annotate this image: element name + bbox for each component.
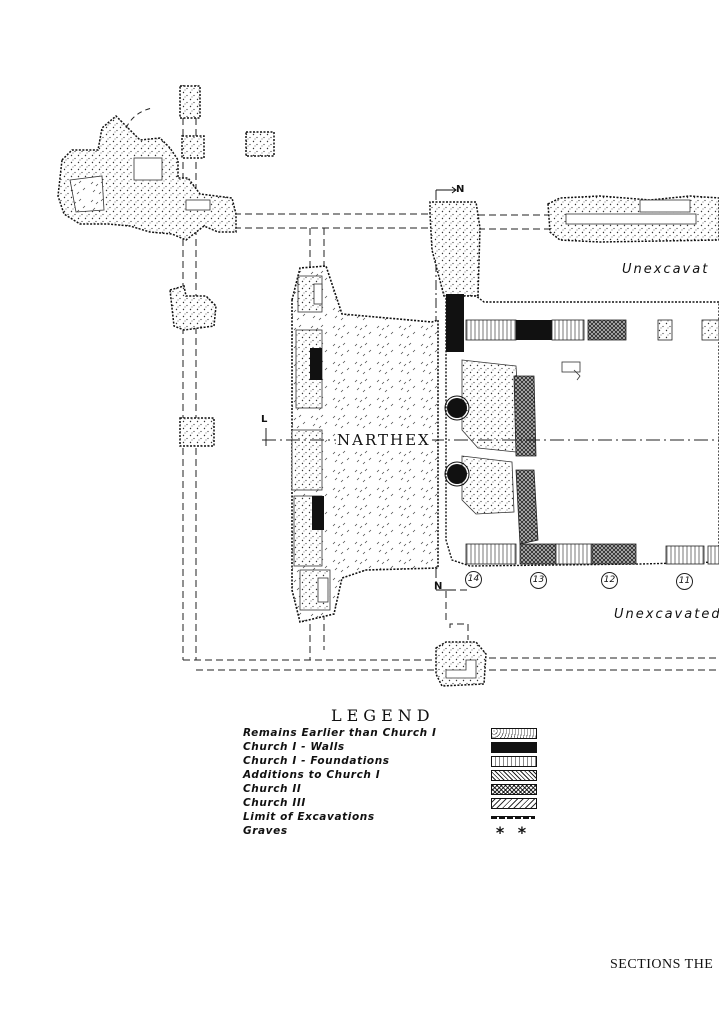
legend-item: Graves * * xyxy=(243,823,543,842)
legend-item: Additions to Church I xyxy=(243,769,543,783)
unexcavated-label-north: Unexcavat xyxy=(622,262,710,277)
column-bases xyxy=(444,395,470,487)
footer-caption: SECTIONS THE xyxy=(610,957,714,972)
legend-item-label: Church III xyxy=(243,797,306,809)
legend-item-label: Additions to Church I xyxy=(243,769,381,781)
south-entrance xyxy=(435,641,487,687)
legend-item-label: Graves xyxy=(243,825,288,837)
section-arrows-n xyxy=(436,186,457,591)
northwest-inner-rooms xyxy=(69,157,211,213)
legend-title: LEGEND xyxy=(331,706,435,725)
south-aisle-wall xyxy=(465,543,719,565)
legend-item: Church I - Foundations xyxy=(243,755,543,769)
legend-item-label: Church I - Walls xyxy=(243,741,345,753)
legend-item-label: Church II xyxy=(243,783,302,795)
legend-item: Church III xyxy=(243,797,543,811)
legend-item-label: Limit of Excavations xyxy=(243,811,375,823)
church-one-wall-block xyxy=(446,294,464,352)
legend-item: Church I - Walls xyxy=(243,741,543,755)
unexcavated-label-south: Unexcavated xyxy=(614,607,719,622)
legend-item: Remains Earlier than Church I xyxy=(243,727,543,741)
narthex-label: NARTHEX xyxy=(336,431,432,449)
church-one-walls-narthex xyxy=(310,348,324,530)
legend-item: Church II xyxy=(243,783,543,797)
legend-swatch-church-three xyxy=(491,798,537,809)
legend-swatch-church-one-foundations xyxy=(491,756,537,767)
legend-item: Limit of Excavations xyxy=(243,811,543,825)
pier-number: 13 xyxy=(530,572,547,589)
legend-swatch-additions xyxy=(491,770,537,781)
legend-swatch-church-two xyxy=(491,784,537,795)
north-entrance xyxy=(429,201,481,297)
legend-symbol-graves: * * xyxy=(495,823,531,842)
legend-swatch-limit-of-excavations xyxy=(491,816,535,819)
section-mark-n-top: N xyxy=(456,184,465,195)
legend-item-label: Church I - Foundations xyxy=(243,755,390,767)
legend-item-label: Remains Earlier than Church I xyxy=(243,727,437,739)
altar-details xyxy=(561,361,581,381)
legend-swatch-earlier-remains xyxy=(491,728,537,739)
section-mark-l: L xyxy=(261,414,268,425)
section-mark-n-bottom: N xyxy=(434,581,443,592)
pier-number: 11 xyxy=(676,573,693,590)
apse-east-wall xyxy=(461,359,539,545)
earlier-remains-northwest xyxy=(57,85,275,447)
pier-number: 14 xyxy=(465,571,482,588)
north-aisle-wall xyxy=(465,319,719,341)
legend-swatch-church-one-walls xyxy=(491,742,537,753)
pier-number: 12 xyxy=(601,572,618,589)
